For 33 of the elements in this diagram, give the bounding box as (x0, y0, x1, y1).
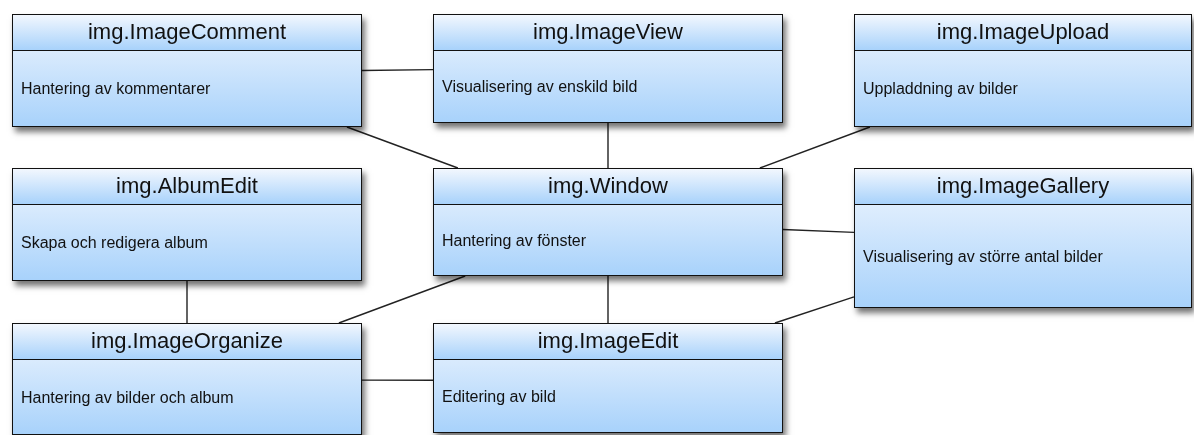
class-name: img.ImageGallery (855, 169, 1191, 205)
class-description: Hantering av fönster (442, 230, 587, 251)
class-description: Hantering av bilder och album (21, 387, 234, 408)
class-name: img.ImageEdit (434, 324, 782, 360)
class-name: img.Window (434, 169, 782, 205)
class-name: img.ImageView (434, 15, 782, 51)
class-box (854, 168, 1192, 308)
connector-line (607, 275, 609, 324)
class-description: Editering av bild (442, 386, 556, 407)
class-name: img.ImageUpload (855, 15, 1191, 51)
connector-line (361, 68, 434, 72)
class-box (12, 323, 362, 435)
connector-line (782, 228, 855, 234)
class-description: Hantering av kommentarer (21, 79, 211, 99)
class-description: Visualisering av större antal bilder (863, 246, 1103, 267)
connector-line (346, 126, 459, 169)
class-description: Visualisering av enskild bild (442, 77, 638, 97)
connector-line (361, 379, 434, 381)
class-name: img.AlbumEdit (13, 169, 361, 205)
class-box (433, 323, 783, 433)
connector-line (759, 126, 871, 169)
class-name: img.ImageComment (13, 15, 361, 51)
connector-line (607, 122, 609, 169)
connector-line (774, 296, 855, 324)
class-description: Uppladdning av bilder (863, 79, 1018, 99)
class-name: img.ImageOrganize (13, 324, 361, 360)
class-box (433, 14, 783, 123)
class-box (12, 168, 362, 281)
class-box (12, 14, 362, 127)
class-box (854, 14, 1192, 127)
connector-line (186, 280, 188, 324)
class-box (433, 168, 783, 276)
class-description: Skapa och redigera album (21, 233, 208, 253)
